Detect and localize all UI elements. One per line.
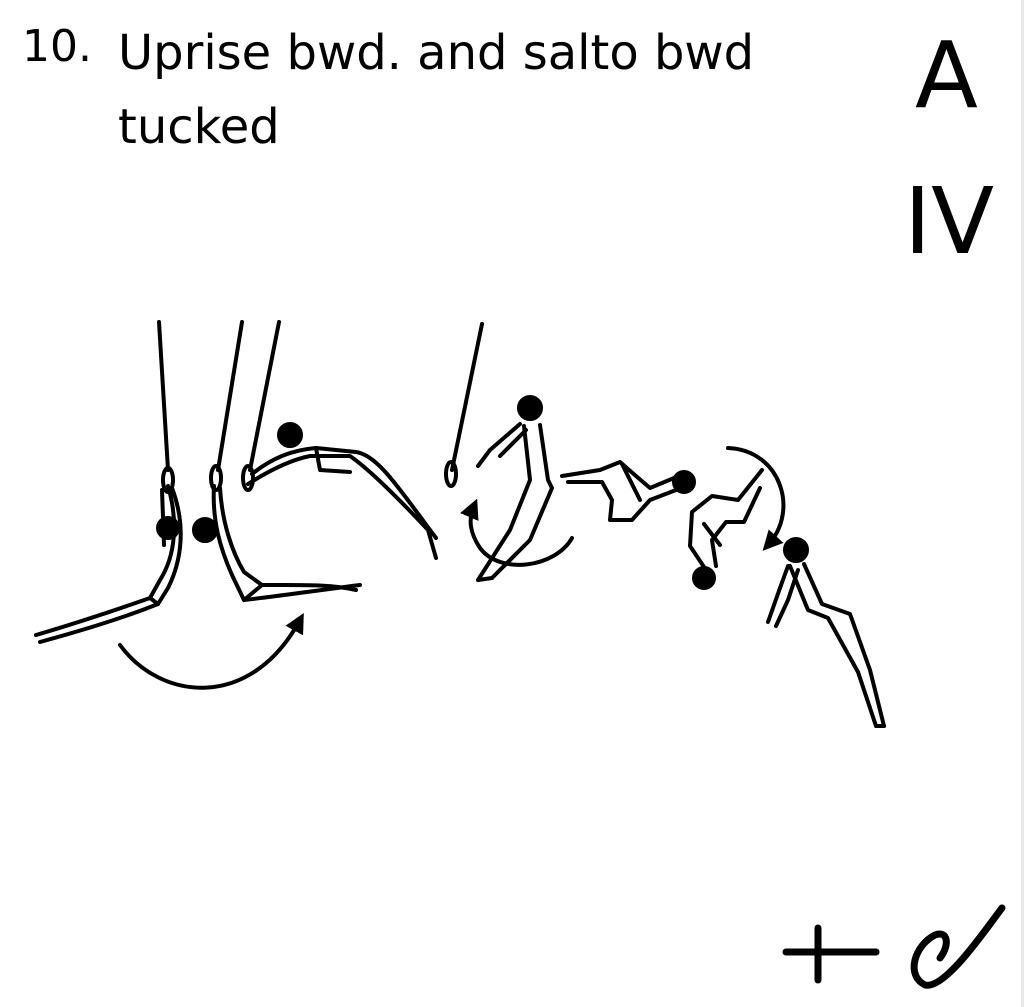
handwritten-mark: [782, 904, 1006, 989]
element-group: IV: [904, 168, 995, 275]
gymnast-figure-uprise: [246, 422, 438, 560]
motion-arrows: [118, 446, 786, 690]
gymnast-figure-release: [476, 395, 554, 582]
gymnast-figure-landing: [766, 537, 886, 728]
gymnast-figure-tuck-1: [560, 460, 696, 522]
release-arrow: [460, 498, 574, 567]
gymnast-figure-swing-1: [34, 484, 183, 644]
salto-arrow: [726, 446, 786, 551]
gymnast-figure-tuck-2: [688, 468, 764, 590]
swing-arrow: [118, 612, 304, 690]
gymnastic-rings: [161, 460, 458, 494]
element-title: Uprise bwd. and salto bwd tucked: [118, 25, 755, 155]
page-edge: [1021, 0, 1024, 1007]
difficulty-value: A: [915, 22, 978, 129]
ring-ropes: [157, 320, 484, 472]
gymnast-figure-swing-2: [192, 484, 362, 602]
element-number: 10.: [22, 21, 92, 72]
